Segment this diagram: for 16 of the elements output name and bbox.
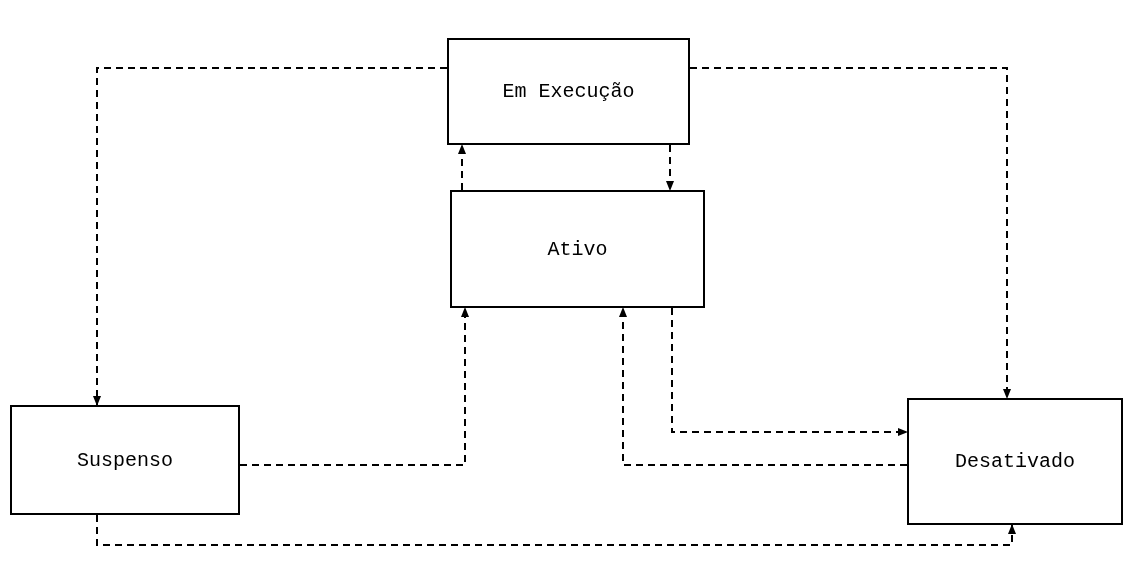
dashed-arrow — [671, 307, 908, 436]
dashed-arrow — [619, 307, 908, 466]
dashed-arrow — [458, 144, 466, 191]
state-box — [450, 190, 705, 308]
dashed-arrow — [93, 67, 448, 406]
state-label: Ativo — [547, 237, 608, 261]
state-box — [10, 405, 240, 515]
state-label: Desativado — [955, 450, 1075, 473]
state-label: Suspenso — [77, 448, 173, 472]
dashed-arrow — [666, 144, 674, 191]
dashed-arrow — [239, 307, 469, 466]
dashed-arrow — [96, 514, 1016, 546]
dashed-arrow — [689, 67, 1011, 399]
state-box — [907, 398, 1123, 525]
state-box — [447, 38, 690, 145]
state-label: Em Execução — [502, 80, 635, 103]
